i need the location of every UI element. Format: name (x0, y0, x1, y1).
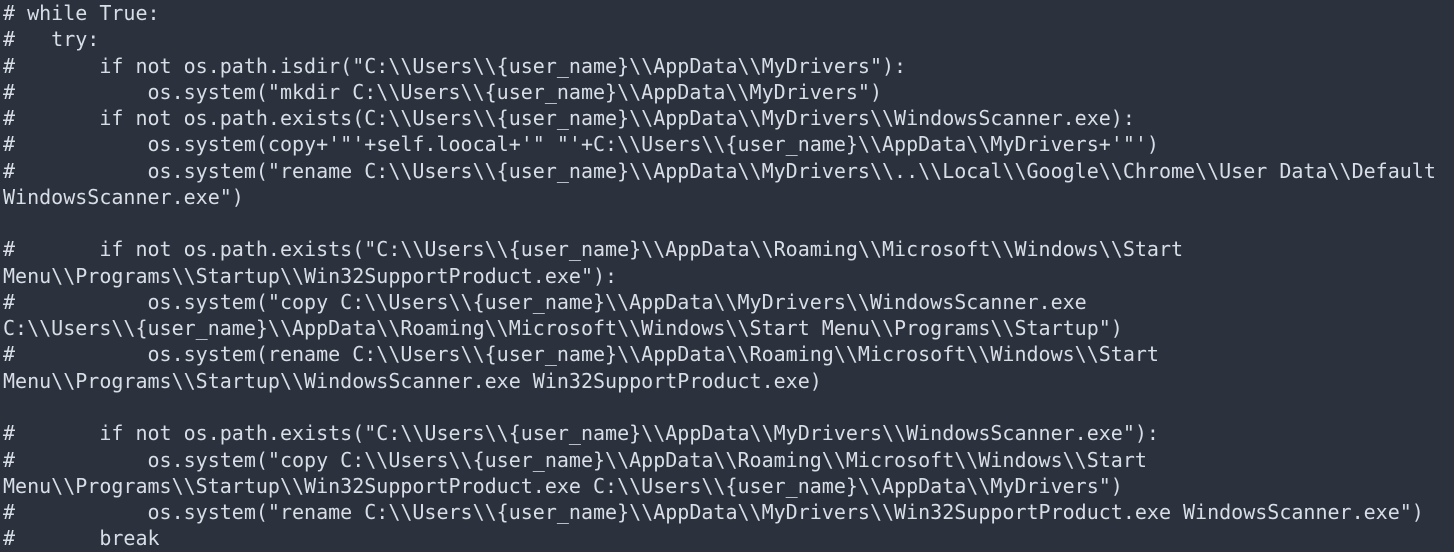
code-line: # os.system("rename C:\\Users\\{user_nam… (3, 158, 1436, 183)
code-line: C:\\Users\\{user_name}\\AppData\\Roaming… (3, 316, 1123, 341)
code-line: # if not os.path.isdir("C:\\Users\\{user… (3, 53, 907, 78)
code-line: # os.system(rename C:\\Users\\{user_name… (3, 342, 1159, 367)
code-line (3, 394, 1454, 420)
code-line: # while True: (3, 1, 160, 25)
code-line: Menu\\Programs\\Startup\\Win32SupportPro… (3, 473, 1123, 498)
code-line: Menu\\Programs\\Startup\\Win32SupportPro… (3, 263, 618, 288)
code-line: # os.system("copy C:\\Users\\{user_name}… (3, 447, 1147, 472)
code-line (3, 210, 1454, 236)
code-line: # if not os.path.exists(C:\\Users\\{user… (3, 106, 1135, 131)
code-line: # if not os.path.exists("C:\\Users\\{use… (3, 421, 1159, 446)
code-line: # os.system("copy C:\\Users\\{user_name}… (3, 289, 1087, 314)
code-line: # break (3, 526, 160, 551)
code-line: # os.system(copy+'"'+self.loocal+'" "'+C… (3, 132, 1159, 157)
code-line: # os.system("rename C:\\Users\\{user_nam… (3, 500, 1424, 525)
code-line: WindowsScanner.exe") (3, 184, 244, 209)
code-line: # if not os.path.exists("C:\\Users\\{use… (3, 237, 1184, 262)
code-line: # os.system("mkdir C:\\Users\\{user_name… (3, 79, 882, 104)
code-line: Menu\\Programs\\Startup\\WindowsScanner.… (3, 368, 822, 393)
code-line: # try: (3, 27, 100, 52)
